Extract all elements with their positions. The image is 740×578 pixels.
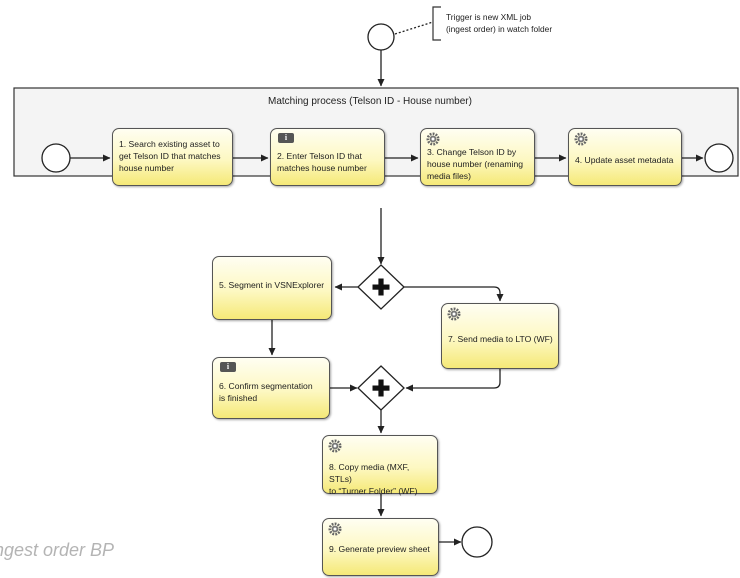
task-generate-preview-sheet[interactable]: 9. Generate preview sheet [322,518,439,576]
diagram-caption: ngest order BP [0,540,115,560]
pool-title: Matching process (Telson ID - House numb… [268,96,472,107]
flow-split-to-task7 [404,286,504,302]
task-label: 4. Update asset metadata [575,155,674,165]
final-end-event[interactable] [461,526,493,558]
task-send-media-to-lto[interactable]: 7. Send media to LTO (WF) [441,303,559,369]
parallel-split-gateway[interactable] [357,264,405,310]
task-label: 9. Generate preview sheet [329,544,430,554]
task-label: 6. Confirm segmentation is finished [219,381,313,403]
task-label: 1. Search existing asset to get Telson I… [119,139,221,173]
user-task-icon: i [220,362,236,372]
parallel-join-gateway[interactable] [357,365,405,411]
task-copy-media-turner-folder[interactable]: 8. Copy media (MXF, STLs) to “Turner Fol… [322,435,438,496]
task-confirm-segmentation[interactable]: i 6. Confirm segmentation is finished [212,357,330,419]
task-segment-in-vsnexplorer[interactable]: 5. Segment in VSNExplorer [212,256,332,320]
annotation-bracket [432,6,441,41]
gear-icon [328,522,342,536]
task-enter-telson-id[interactable]: i 2. Enter Telson ID that matches house … [270,128,385,186]
task-label: 3. Change Telson ID by house number (ren… [427,147,524,181]
trigger-start-event[interactable] [367,23,395,51]
annotation-association [394,21,434,35]
task-change-telson-id[interactable]: 3. Change Telson ID by house number (ren… [420,128,535,186]
pool-end-event[interactable] [704,143,734,173]
flow-task7-to-join [405,369,501,392]
gear-icon [426,132,440,146]
task-label: 8. Copy media (MXF, STLs) to “Turner Fol… [329,462,418,496]
task-label: 7. Send media to LTO (WF) [448,334,553,344]
task-label: 5. Segment in VSNExplorer [219,280,325,290]
trigger-annotation: Trigger is new XML job (ingest order) in… [446,12,553,34]
pool-start-event[interactable] [41,143,71,173]
task-search-existing-asset[interactable]: 1. Search existing asset to get Telson I… [112,128,233,186]
gear-icon [574,132,588,146]
gear-icon [447,307,461,321]
gear-icon [328,439,342,453]
user-task-icon: i [278,133,294,143]
task-label: 2. Enter Telson ID that matches house nu… [277,151,367,173]
task-update-asset-metadata[interactable]: 4. Update asset metadata [568,128,682,186]
